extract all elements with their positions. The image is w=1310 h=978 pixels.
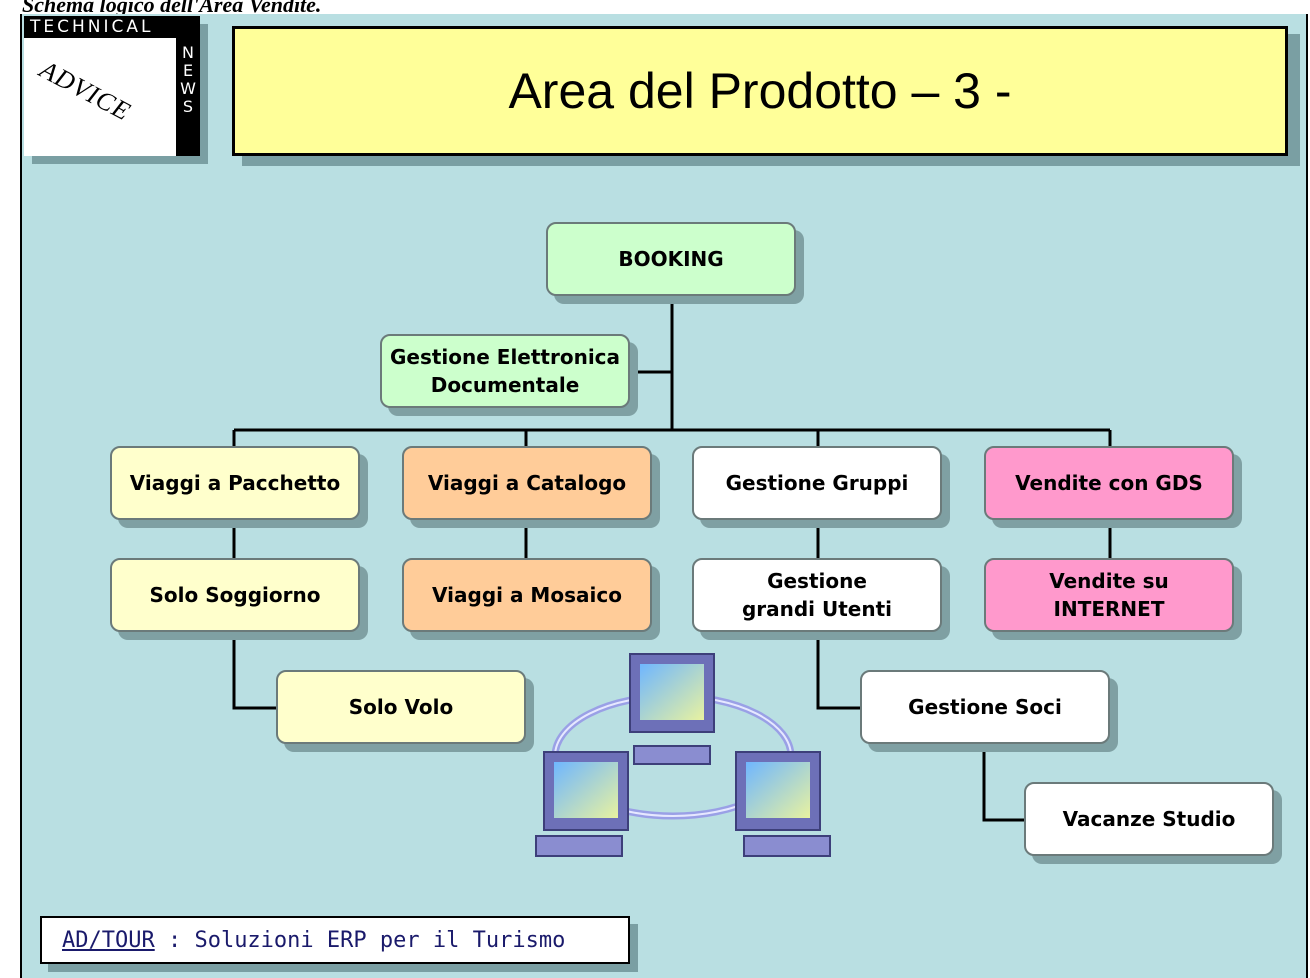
node-viaggi-catalogo: Viaggi a Catalogo bbox=[402, 446, 652, 520]
computer-icon bbox=[735, 751, 831, 857]
node-vacanze-studio: Vacanze Studio bbox=[1024, 782, 1274, 856]
logo-letter: E bbox=[182, 61, 194, 80]
node-solo-soggiorno: Solo Soggiorno bbox=[110, 558, 360, 632]
logo-letter: N bbox=[182, 43, 194, 62]
node-label: Documentale bbox=[430, 373, 580, 397]
node-label: Vacanze Studio bbox=[1062, 807, 1236, 831]
node-label: Gestione Soci bbox=[908, 695, 1062, 719]
node-label: grandi Utenti bbox=[741, 597, 893, 621]
node-vendite-internet: Vendite su INTERNET bbox=[984, 558, 1234, 632]
node-viaggi-mosaico: Viaggi a Mosaico bbox=[402, 558, 652, 632]
logo-letter: S bbox=[182, 97, 194, 116]
logo-letter: W bbox=[180, 79, 196, 98]
node-gestione-elettronica: Gestione Elettronica Documentale bbox=[380, 334, 630, 408]
node-label: Gestione Elettronica bbox=[389, 345, 621, 369]
networked-computers-icon bbox=[535, 653, 831, 857]
node-label: Solo Soggiorno bbox=[149, 583, 321, 607]
computer-icon bbox=[629, 653, 715, 765]
node-gestione-soci: Gestione Soci bbox=[860, 670, 1110, 744]
technical-advice-news-logo: TECHNICAL N E W S ADVICE bbox=[24, 16, 200, 156]
slide-title: Area del Prodotto – 3 - bbox=[232, 26, 1288, 156]
node-viaggi-pacchetto: Viaggi a Pacchetto bbox=[110, 446, 360, 520]
node-gestione-grandi-utenti: Gestione grandi Utenti bbox=[692, 558, 942, 632]
footer-brand: AD/TOUR bbox=[62, 927, 155, 953]
node-label: Gestione Gruppi bbox=[725, 471, 909, 495]
logo-top-text: TECHNICAL bbox=[24, 16, 180, 38]
node-label: Gestione bbox=[767, 569, 867, 593]
node-label: Viaggi a Mosaico bbox=[432, 583, 622, 607]
node-label: Vendite con GDS bbox=[1015, 471, 1203, 495]
slide: TECHNICAL N E W S ADVICE Area del Prodot… bbox=[20, 14, 1308, 978]
node-vendite-gds: Vendite con GDS bbox=[984, 446, 1234, 520]
connector-lines bbox=[232, 296, 1112, 822]
footer-banner: AD/TOUR : Soluzioni ERP per il Turismo bbox=[40, 916, 630, 964]
page-caption: Schema logico dell'Area Vendite. bbox=[22, 0, 322, 17]
node-label: Viaggi a Pacchetto bbox=[129, 471, 341, 495]
logo-side-text: N E W S bbox=[176, 16, 200, 156]
node-label: BOOKING bbox=[618, 247, 724, 271]
computer-icon bbox=[535, 751, 629, 857]
node-label: INTERNET bbox=[1053, 597, 1165, 621]
node-label: Viaggi a Catalogo bbox=[427, 471, 627, 495]
node-label: Vendite su bbox=[1049, 569, 1169, 593]
node-booking: BOOKING bbox=[546, 222, 796, 296]
node-solo-volo: Solo Volo bbox=[276, 670, 526, 744]
footer-text: : Soluzioni ERP per il Turismo bbox=[154, 927, 566, 953]
node-gestione-gruppi: Gestione Gruppi bbox=[692, 446, 942, 520]
node-label: Solo Volo bbox=[348, 695, 454, 719]
